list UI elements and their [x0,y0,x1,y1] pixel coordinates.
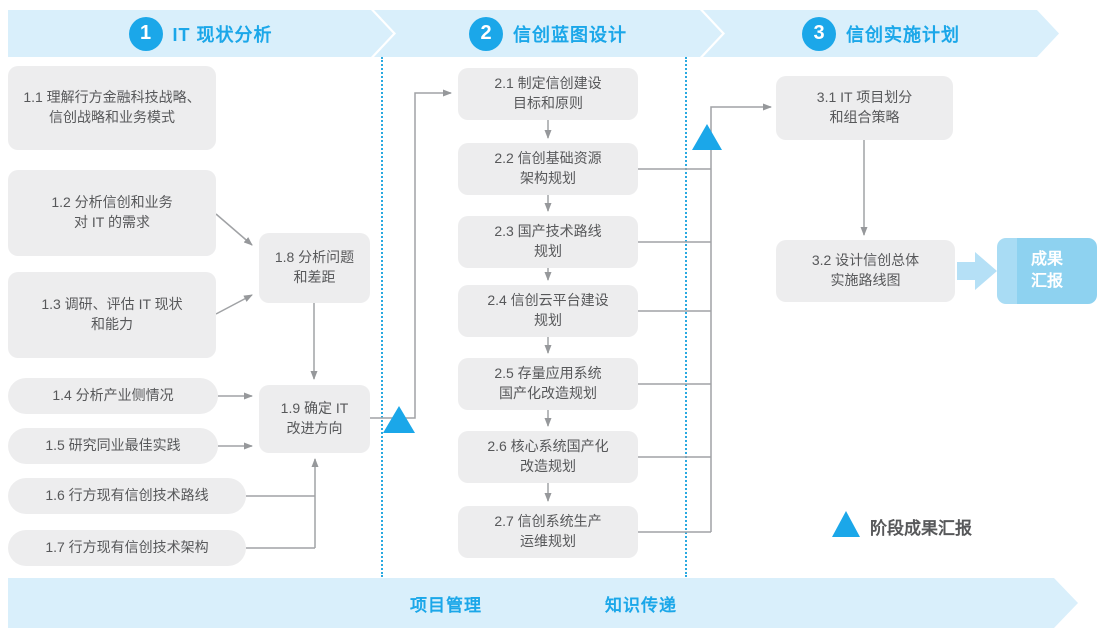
box-2-1: 2.1 制定信创建设 目标和原则 [458,68,638,120]
arrow-1-2-to-1-8 [215,213,253,246]
phase-separator-line [381,57,383,577]
box-1-4: 1.4 分析产业侧情况 [8,378,218,414]
box-3-1: 3.1 IT 项目划分 和组合策略 [776,76,953,140]
phase-title: IT 现状分析 [172,24,273,45]
box-1-8: 1.8 分析问题 和差距 [259,233,370,303]
box-2-7: 2.7 信创系统生产 运维规划 [458,506,638,558]
phase-banner-3: 3 信创实施计划 [703,10,1059,57]
box-2-5: 2.5 存量应用系统 国产化改造规划 [458,358,638,410]
box-1-3: 1.3 调研、评估 IT 现状 和能力 [8,272,216,358]
box-1-5: 1.5 研究同业最佳实践 [8,428,218,464]
box-1-2: 1.2 分析信创和业务 对 IT 的需求 [8,170,216,256]
arrow-1-3-to-1-8 [215,294,253,315]
legend-triangle-icon [832,511,860,537]
phase-title: 信创蓝图设计 [513,24,627,45]
box-1-9: 1.9 确定 IT 改进方向 [259,385,370,453]
box-1-1: 1.1 理解行方金融科技战略、 信创战略和业务模式 [8,66,216,150]
box-1-6: 1.6 行方现有信创技术路线 [8,478,246,514]
box-2-4: 2.4 信创云平台建设 规划 [458,285,638,337]
fat-arrow-to-result [957,252,997,290]
phase-number-badge: 1 [129,17,163,51]
bottom-banner: 项目管理 知识传递 [8,578,1078,628]
result-report-box: 成果 汇报 [997,238,1097,304]
phase-title: 信创实施计划 [846,24,960,45]
arrow-bus-to-3-1 [710,103,772,532]
phase-separator-line [685,57,687,577]
box-1-7: 1.7 行方现有信创技术架构 [8,530,246,566]
bottom-label-knowledge-transfer: 知识传递 [605,595,677,615]
milestone-triangle-icon [383,406,415,433]
box-2-2: 2.2 信创基础资源 架构规划 [458,143,638,195]
box-2-3: 2.3 国产技术路线 规划 [458,216,638,268]
phase-number-badge: 2 [469,17,503,51]
phase-number-badge: 3 [802,17,836,51]
milestone-triangle-icon [692,124,722,150]
phase-banner-2: 2 信创蓝图设计 [374,10,722,57]
box-2-6: 2.6 核心系统国产化 改造规划 [458,431,638,483]
phase-banner-1: 1 IT 现状分析 [8,10,393,57]
legend-label: 阶段成果汇报 [870,519,972,538]
bottom-label-project-management: 项目管理 [410,595,482,615]
box-3-2: 3.2 设计信创总体 实施路线图 [776,240,955,302]
